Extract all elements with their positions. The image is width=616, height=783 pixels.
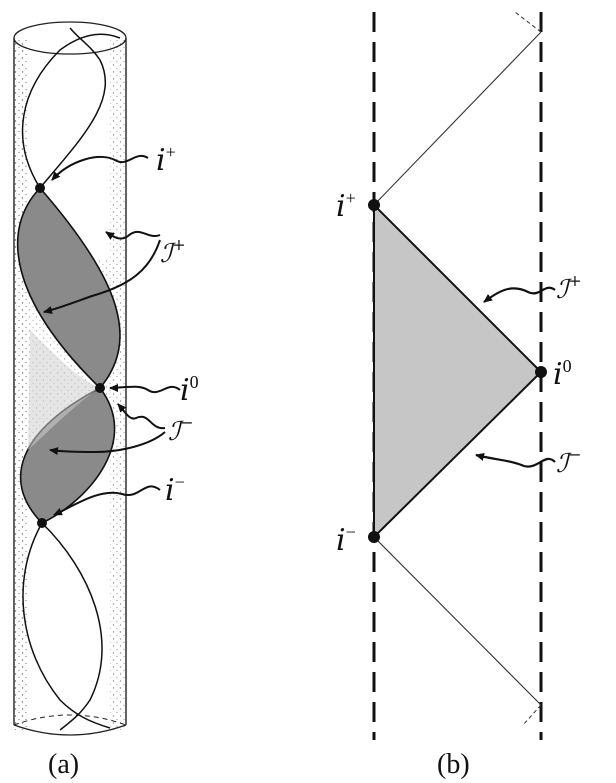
helix-top-a [21, 33, 121, 189]
panel-a: i+ ℐ+ i0 ℐ− i− (a) [13, 21, 199, 780]
cylinder-shading-right [110, 40, 126, 730]
arrow-scri-plus-b [483, 286, 556, 303]
label-scri-plus-b: ℐ+ [556, 271, 582, 305]
arrow-scri-minus-b [475, 453, 556, 468]
point-i-zero-b [535, 366, 547, 378]
label-i-minus-b: i− [336, 522, 356, 558]
null-line-bottom-ext [522, 704, 542, 726]
label-i-plus-b: i+ [336, 188, 356, 224]
arrow-i-zero-a [109, 383, 181, 393]
caption-b: (b) [437, 749, 470, 780]
point-i-minus-b [368, 531, 380, 543]
label-scri-minus-b: ℐ− [556, 445, 582, 479]
point-i-zero-a [95, 383, 105, 393]
helix-bottom-a [41, 522, 103, 731]
arrow-scri-minus-a-1 [117, 403, 166, 430]
label-i-zero-b: i0 [553, 356, 572, 392]
cylinder-top-ellipse [13, 21, 127, 55]
null-line-top-ext [514, 11, 542, 33]
caption-a: (a) [48, 749, 79, 780]
panel-b: i+ ℐ+ i0 ℐ− i− (b) [336, 11, 582, 780]
label-scri-plus-a: ℐ+ [160, 235, 186, 269]
minkowski-region [373, 202, 543, 540]
arrow-scri-plus-a-2 [43, 239, 161, 314]
region-light-band [28, 330, 100, 450]
label-i-plus-a: i+ [156, 142, 176, 178]
null-line-bottom [373, 536, 542, 706]
helix-bottom-b [22, 522, 111, 729]
point-i-plus-a [35, 183, 45, 193]
point-i-minus-a [37, 518, 47, 528]
null-line-top [373, 31, 542, 206]
label-i-minus-a: i− [165, 472, 185, 508]
cylinder-bottom-front [13, 724, 127, 736]
arrow-i-minus-a [53, 485, 161, 516]
cylinder-bottom-back [13, 714, 127, 726]
arrow-scri-plus-a-1 [105, 230, 161, 240]
point-i-plus-b [368, 199, 380, 211]
helix-top-b [39, 27, 106, 189]
arrow-i-plus-a [51, 155, 149, 181]
arrow-scri-minus-a-2 [49, 431, 166, 456]
label-i-zero-a: i0 [180, 372, 199, 408]
label-scri-minus-a: ℐ− [168, 413, 194, 447]
